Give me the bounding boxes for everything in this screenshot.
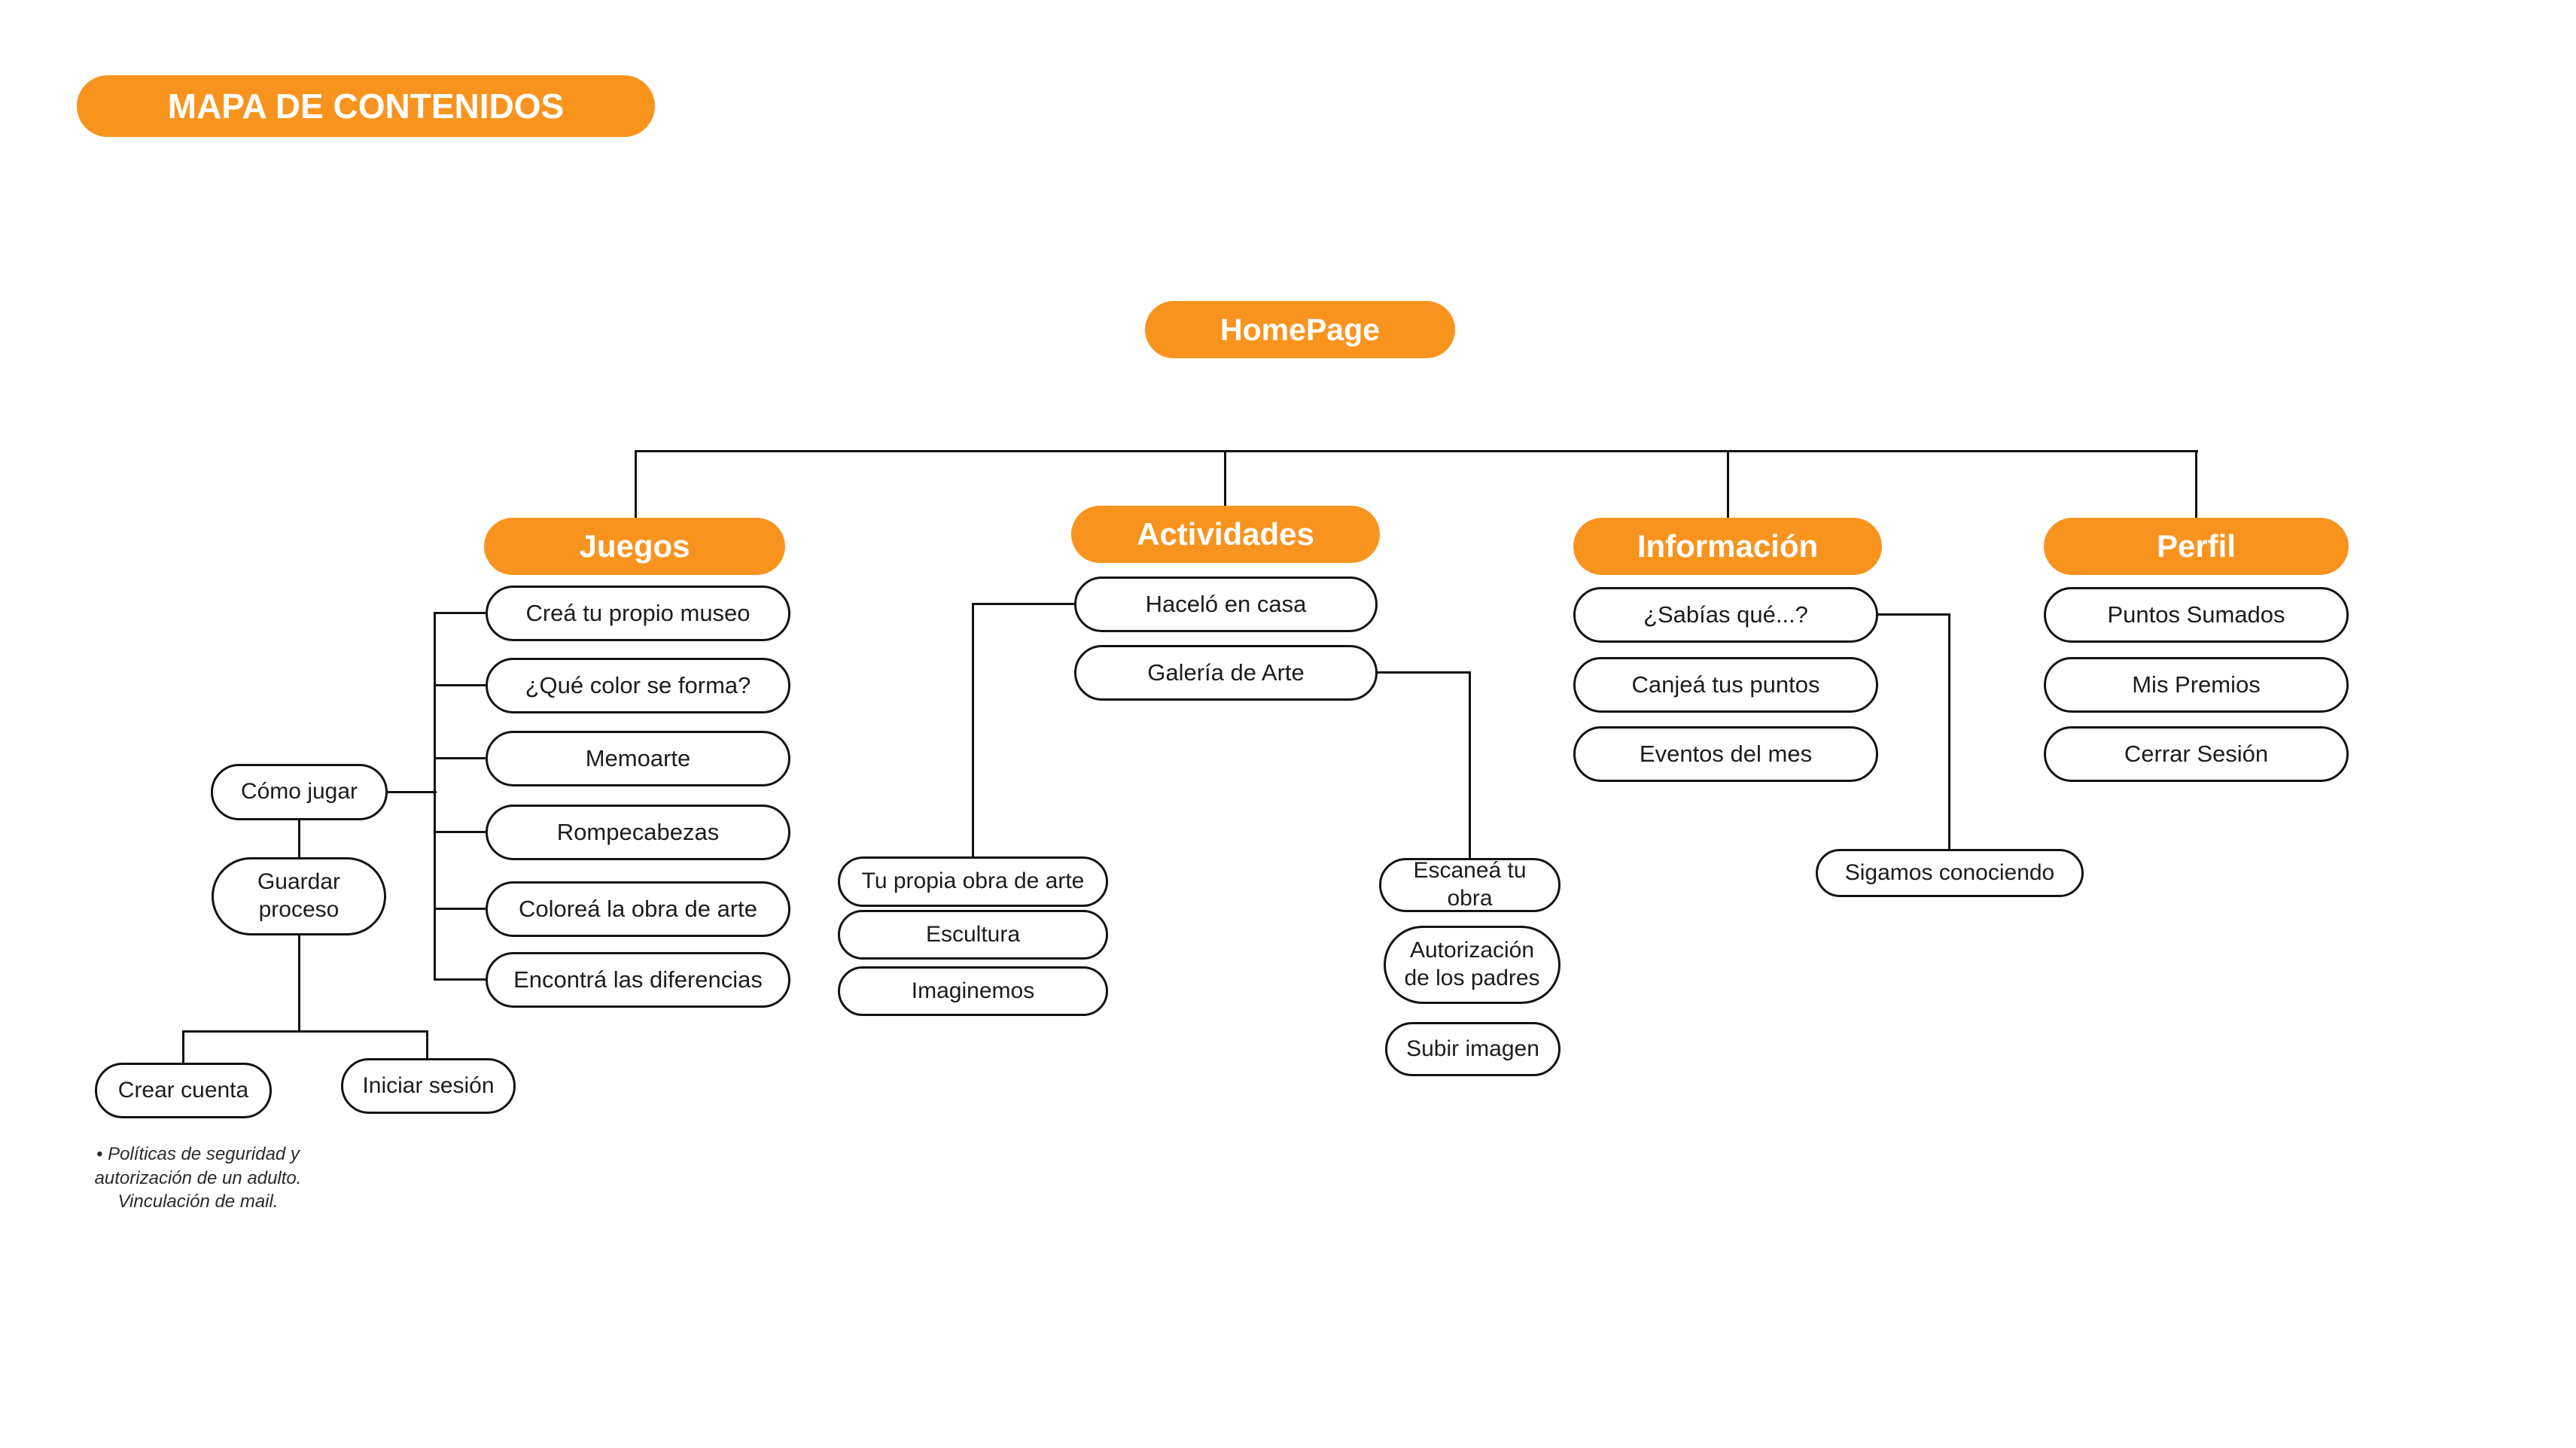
connector-drop-actividades — [1224, 452, 1226, 507]
map-title-pill: MAPA DE CONTENIDOS — [77, 75, 655, 137]
node-escanea-tu-obra: Escaneá tu obra — [1379, 858, 1561, 912]
security-note: • Políticas de seguridad y autorización … — [94, 1144, 302, 1212]
connector-juegos-bracket — [434, 612, 436, 981]
node-mis-premios: Mis Premios — [2044, 657, 2349, 713]
connector-guardar-split-vertical — [298, 935, 300, 1033]
connector-juegos-stub-1 — [434, 612, 488, 614]
node-crear-cuenta: Crear cuenta — [95, 1063, 272, 1118]
connector-hacelo-vertical — [972, 603, 974, 859]
connector-hacelo-horizontal — [972, 603, 1074, 605]
node-puntos-sumados: Puntos Sumados — [2044, 587, 2349, 643]
connector-split-horizontal — [182, 1030, 428, 1033]
connector-juegos-stub-6 — [434, 978, 488, 981]
node-escultura: Escultura — [838, 910, 1108, 960]
node-crea-tu-propio-museo: Creá tu propio museo — [486, 586, 790, 641]
connector-galeria-vertical — [1469, 671, 1471, 859]
branch-header-perfil: Perfil — [2044, 518, 2349, 575]
node-eventos-del-mes: Eventos del mes — [1573, 726, 1878, 782]
node-cerrar-sesion: Cerrar Sesión — [2044, 726, 2349, 782]
connector-drop-crear-cuenta — [182, 1030, 184, 1064]
node-tu-propia-obra-de-arte: Tu propia obra de arte — [838, 856, 1108, 907]
connector-como-jugar-bracket — [384, 791, 437, 793]
homepage-node: HomePage — [1145, 301, 1455, 358]
node-como-jugar: Cómo jugar — [211, 764, 388, 820]
node-canjea-tus-puntos: Canjeá tus puntos — [1573, 657, 1878, 713]
node-memoarte: Memoarte — [486, 731, 790, 786]
connector-juegos-stub-2 — [434, 684, 488, 686]
connector-drop-juegos — [635, 452, 637, 519]
node-autorizacion-de-los-padres: Autorización de los padres — [1384, 926, 1561, 1004]
connector-sabias-vertical — [1948, 613, 1950, 850]
connector-juegos-stub-4 — [434, 831, 488, 833]
node-guardar-proceso: Guardar proceso — [212, 857, 386, 935]
node-iniciar-sesion: Iniciar sesión — [341, 1058, 516, 1114]
connector-juegos-stub-5 — [434, 908, 488, 910]
node-rompecabezas: Rompecabezas — [486, 805, 790, 860]
connector-main-horizontal — [635, 450, 2198, 452]
connector-drop-iniciar-sesion — [426, 1030, 428, 1060]
node-sigamos-conociendo: Sigamos conociendo — [1816, 849, 2084, 897]
connector-juegos-stub-3 — [434, 757, 488, 759]
connector-galeria-horizontal — [1378, 671, 1471, 674]
branch-header-juegos: Juegos — [484, 518, 785, 575]
node-imaginemos: Imaginemos — [838, 966, 1108, 1016]
connector-sabias-horizontal — [1878, 613, 1950, 616]
connector-drop-informacion — [1727, 452, 1729, 519]
node-galeria-de-arte: Galería de Arte — [1074, 645, 1378, 701]
connector-drop-perfil — [2195, 452, 2197, 519]
branch-header-actividades: Actividades — [1071, 506, 1380, 563]
node-colorea-la-obra-de-arte: Coloreá la obra de arte — [486, 881, 790, 937]
connector-como-guardar — [298, 820, 300, 859]
branch-header-informacion: Información — [1573, 518, 1882, 575]
node-encontra-las-diferencias: Encontrá las diferencias — [486, 952, 790, 1008]
node-subir-imagen: Subir imagen — [1385, 1022, 1561, 1076]
node-que-color-se-forma: ¿Qué color se forma? — [486, 658, 790, 713]
node-sabias-que: ¿Sabías qué...? — [1573, 587, 1878, 643]
node-hacelo-en-casa: Haceló en casa — [1074, 576, 1378, 632]
